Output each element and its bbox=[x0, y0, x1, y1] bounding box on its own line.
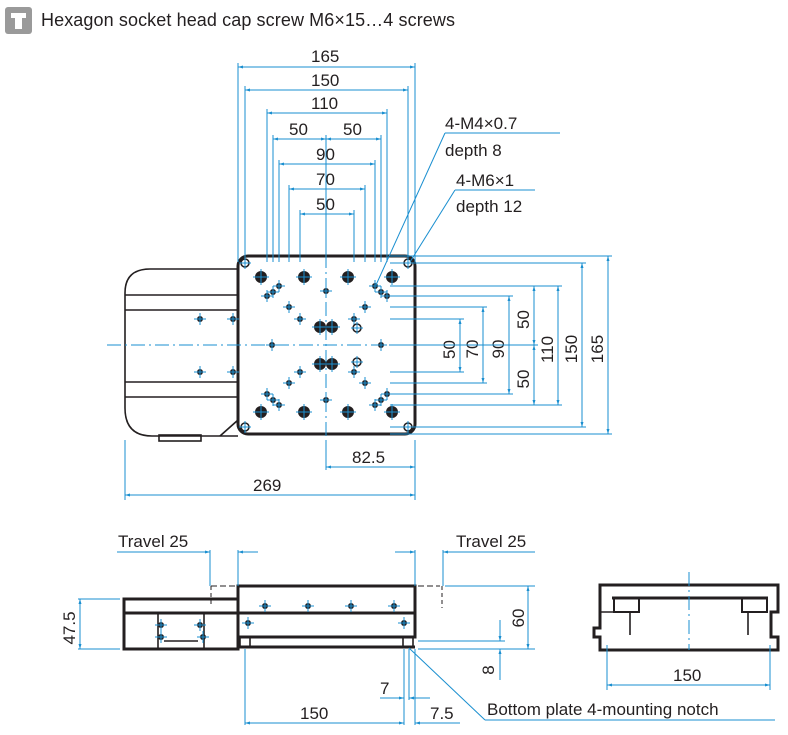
callout-m4: 4-M4×0.7 bbox=[445, 114, 517, 133]
hex-screw-icon bbox=[5, 6, 32, 34]
dim-horizontal: 150 bbox=[311, 71, 339, 90]
dim-7-5: 7.5 bbox=[430, 704, 454, 723]
travel-left: Travel 25 bbox=[118, 532, 188, 551]
dim-vertical: 90 bbox=[489, 340, 508, 359]
dim-vertical: 50 bbox=[514, 370, 533, 389]
top-holes bbox=[194, 257, 414, 433]
dim-8: 8 bbox=[479, 665, 498, 674]
dim-269: 269 bbox=[253, 476, 281, 495]
header-text: Hexagon socket head cap screw M6×15…4 sc… bbox=[41, 9, 456, 30]
dim-horizontal: 50 bbox=[316, 195, 335, 214]
header: Hexagon socket head cap screw M6×15…4 sc… bbox=[5, 6, 455, 34]
dim-vertical: 70 bbox=[463, 340, 482, 359]
dim-47-5: 47.5 bbox=[60, 611, 79, 644]
dim-7: 7 bbox=[380, 679, 389, 698]
travel-right: Travel 25 bbox=[456, 532, 526, 551]
dim-vertical: 50 bbox=[514, 310, 533, 329]
dim-horizontal: 70 bbox=[316, 170, 335, 189]
dim-horizontal: 50 bbox=[289, 120, 308, 139]
dim-150-front: 150 bbox=[300, 704, 328, 723]
dim-vertical: 50 bbox=[440, 340, 459, 359]
side-view: 150 bbox=[592, 572, 780, 690]
dim-82-5: 82.5 bbox=[352, 448, 385, 467]
dim-horizontal: 90 bbox=[316, 145, 335, 164]
dim-horizontal: 165 bbox=[311, 47, 339, 66]
dim-vertical: 150 bbox=[562, 335, 581, 363]
connector bbox=[158, 434, 202, 442]
callout-m6: 4-M6×1 bbox=[456, 171, 514, 190]
callout-m4-depth: depth 8 bbox=[445, 141, 502, 160]
dim-vertical: 165 bbox=[588, 335, 607, 363]
front-view: Travel 25 Travel 25 47.5 60 8 7 150 7.5 bbox=[60, 532, 775, 725]
dim-150-side: 150 bbox=[673, 666, 701, 685]
dim-horizontal: 50 bbox=[343, 120, 362, 139]
notch-label: Bottom plate 4-mounting notch bbox=[487, 700, 719, 719]
dim-60: 60 bbox=[509, 609, 528, 628]
callout-m6-depth: depth 12 bbox=[456, 197, 522, 216]
dim-vertical: 110 bbox=[538, 336, 557, 363]
dim-horizontal: 110 bbox=[311, 94, 338, 113]
motor-housing bbox=[124, 268, 238, 437]
